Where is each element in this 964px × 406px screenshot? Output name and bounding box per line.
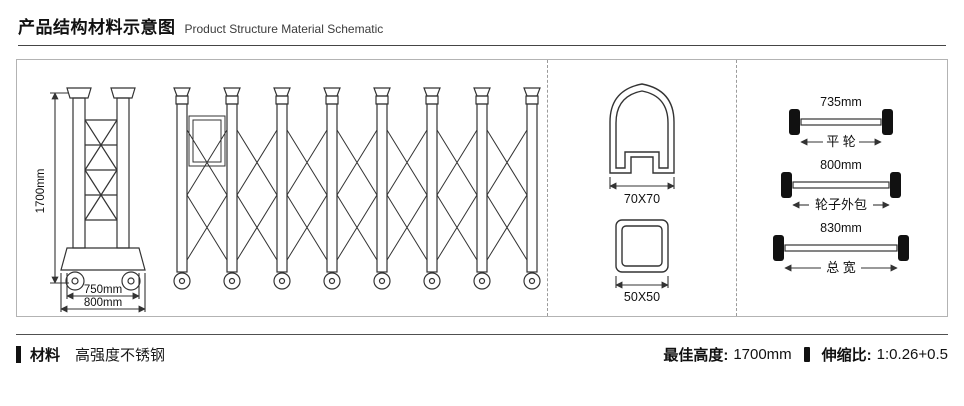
wheel-wrap-dim: 800mm bbox=[820, 158, 862, 172]
specs-info: 最佳高度: 1700mm 伸缩比: 1:0.26+0.5 bbox=[663, 344, 948, 365]
wheel-row-total: 830mm 总 宽 bbox=[773, 221, 909, 275]
profiles-drawing: 70X70 50X50 bbox=[609, 83, 675, 304]
gate-height-dimension bbox=[50, 92, 69, 284]
gate-height-dim-label: 1700mm bbox=[35, 169, 47, 214]
ratio-label: 伸缩比: bbox=[821, 347, 872, 364]
material-marker-bar bbox=[16, 346, 21, 363]
spec-separator-bar bbox=[803, 347, 810, 362]
ratio-value: 1:0.26+0.5 bbox=[876, 346, 948, 363]
material-info: 材料 高强度不锈钢 bbox=[16, 344, 165, 365]
material-value: 高强度不锈钢 bbox=[75, 347, 166, 364]
arch-dimension bbox=[609, 177, 675, 190]
square-profile bbox=[615, 219, 669, 273]
wheel-total-label: 总 宽 bbox=[826, 260, 856, 275]
header-divider bbox=[18, 45, 946, 46]
wheel-flat-label: 平 轮 bbox=[826, 134, 856, 149]
material-label: 材料 bbox=[30, 347, 61, 364]
gate-outer-width-label: 800mm bbox=[84, 297, 122, 309]
arch-profile bbox=[609, 83, 675, 174]
gate-drawing-section: 1700mm bbox=[17, 60, 547, 316]
wheel-row-wrap: 800mm 轮子外包 bbox=[781, 158, 901, 212]
page-title: 产品结构材料示意图 bbox=[18, 18, 176, 37]
best-height-value: 1700mm bbox=[733, 346, 792, 363]
footer-divider bbox=[16, 334, 948, 335]
profiles-section: 70X70 50X50 bbox=[547, 60, 737, 316]
page-subtitle: Product Structure Material Schematic bbox=[184, 22, 384, 36]
square-dimension bbox=[615, 276, 669, 289]
gate-folded-view bbox=[60, 87, 146, 291]
gate-extended-view bbox=[173, 87, 541, 290]
best-height-label: 最佳高度: bbox=[663, 347, 729, 364]
wheel-wrap-label: 轮子外包 bbox=[815, 197, 867, 212]
gate-technical-drawing: 1700mm bbox=[35, 87, 541, 313]
wheel-row-flat: 735mm 平 轮 bbox=[789, 95, 893, 149]
wheel-total-dim: 830mm bbox=[820, 221, 862, 235]
wheels-section: 735mm 平 轮 800mm bbox=[737, 60, 947, 316]
schematic-panel: 1700mm bbox=[16, 59, 948, 317]
gate-width-dimensions bbox=[60, 273, 146, 313]
wheels-drawing: 735mm 平 轮 800mm bbox=[773, 95, 909, 275]
header: 产品结构材料示意图 Product Structure Material Sch… bbox=[0, 0, 964, 38]
arch-profile-label: 70X70 bbox=[624, 192, 660, 206]
gate-inner-width-label: 750mm bbox=[84, 284, 122, 296]
square-profile-label: 50X50 bbox=[624, 290, 660, 304]
wheel-flat-dim: 735mm bbox=[820, 95, 862, 109]
footer: 材料 高强度不锈钢 最佳高度: 1700mm 伸缩比: 1:0.26+0.5 bbox=[16, 344, 948, 365]
